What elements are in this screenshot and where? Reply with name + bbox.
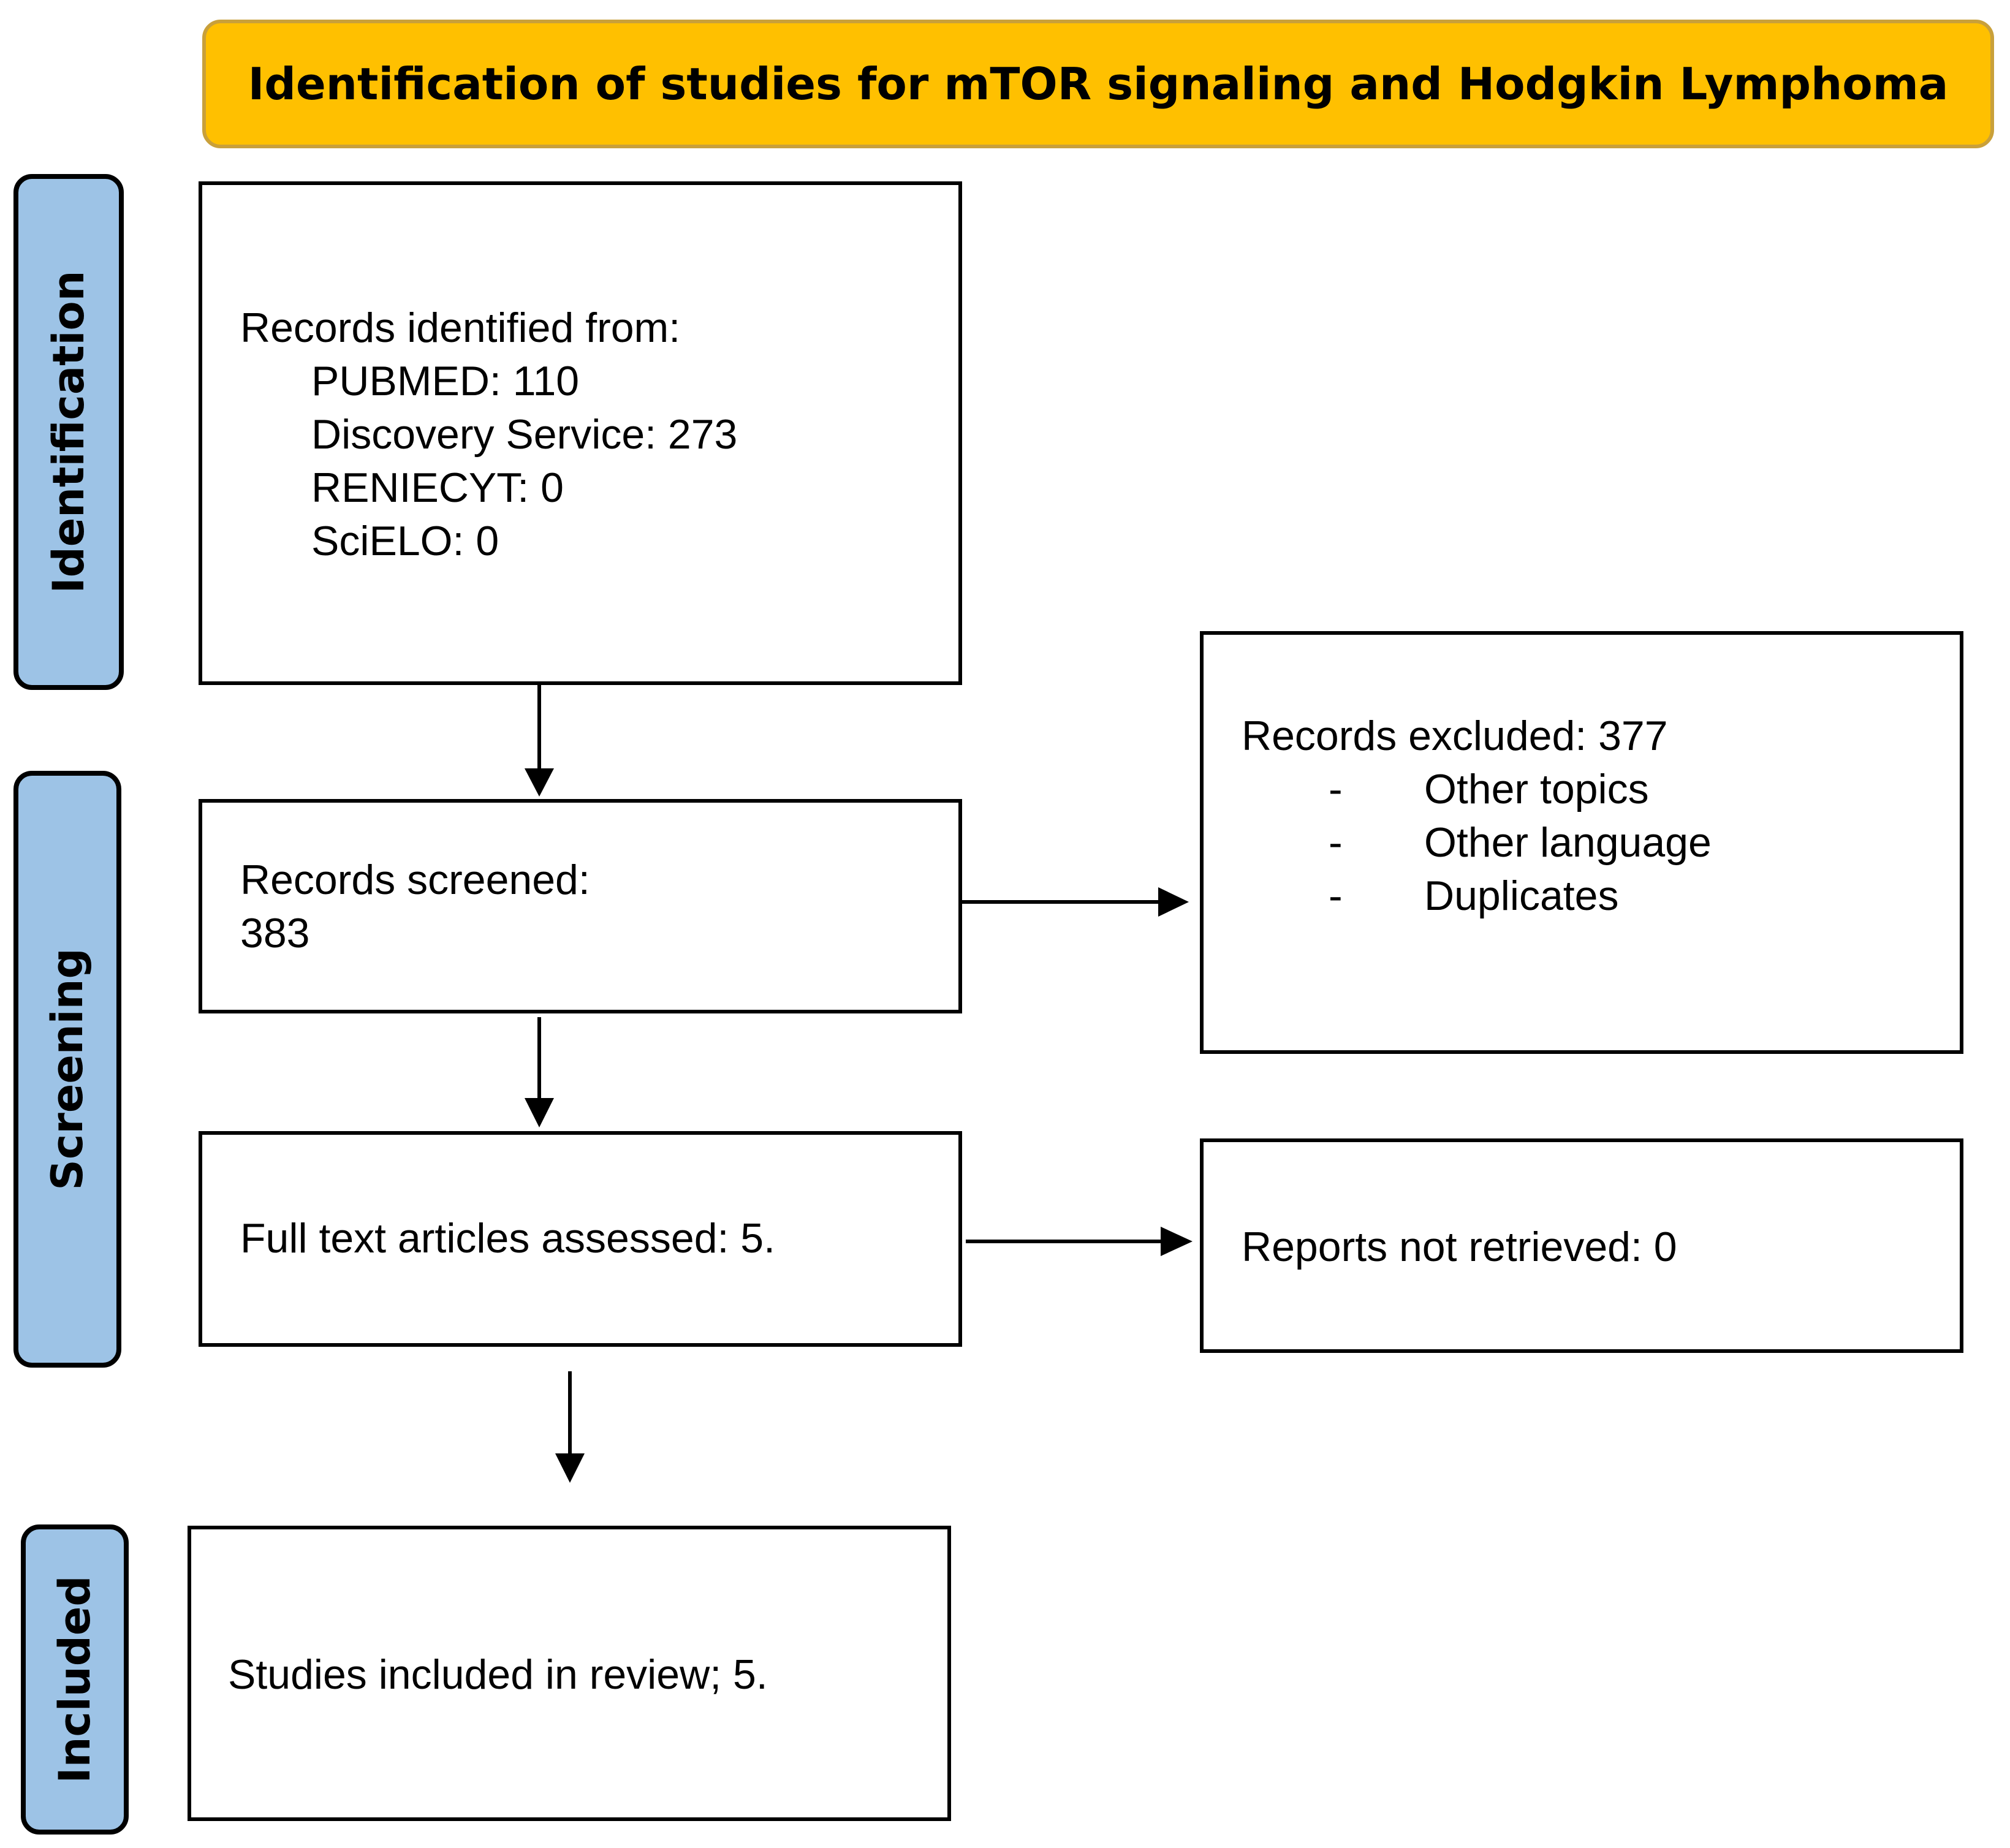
source-pubmed: PUBMED: 110 (311, 358, 580, 404)
stage-included: Included (21, 1524, 129, 1835)
exclusion-reason-duplicates: Duplicates (1424, 873, 1619, 919)
bullet-dash: - (1329, 766, 1343, 812)
records-identified-heading: Records identified from: (240, 305, 681, 351)
arrowhead-down (525, 768, 554, 797)
exclusion-reason-other-language: Other language (1424, 819, 1712, 866)
bullet-dash: - (1329, 873, 1343, 919)
arrowhead-right (1161, 1227, 1193, 1256)
arrowhead-down (525, 1098, 554, 1127)
arrowhead-down (555, 1453, 585, 1483)
stage-identification: Identification (13, 174, 124, 690)
studies-included-box (188, 1526, 951, 1821)
bullet-dash: - (1329, 819, 1343, 866)
records-screened-value: 383 (240, 910, 310, 956)
records-excluded-box (1200, 631, 1963, 1054)
records-identified-box (199, 181, 962, 685)
title-banner: Identification of studies for mTOR signa… (202, 20, 1994, 148)
full-text-assessed-box (199, 1131, 962, 1347)
reports-not-retrieved-box (1200, 1138, 1963, 1353)
stage-screening: Screening (13, 771, 121, 1368)
source-reniecyt: RENIECYT: 0 (311, 464, 564, 511)
diagram-title: Identification of studies for mTOR signa… (248, 58, 1949, 110)
source-scielo: SciELO: 0 (311, 518, 499, 564)
source-discovery-service: Discovery Service: 273 (311, 411, 738, 458)
reports-not-retrieved-text: Reports not retrieved: 0 (1242, 1224, 1677, 1270)
studies-included-text: Studies included in review; 5. (228, 1651, 768, 1698)
records-screened-box (199, 799, 962, 1013)
exclusion-reason-other-topics: Other topics (1424, 766, 1649, 812)
full-text-assessed-text: Full text articles assessed: 5. (240, 1215, 776, 1262)
records-screened-label: Records screened: (240, 857, 590, 903)
records-excluded-heading: Records excluded: 377 (1242, 713, 1668, 759)
arrowhead-right (1158, 887, 1189, 917)
